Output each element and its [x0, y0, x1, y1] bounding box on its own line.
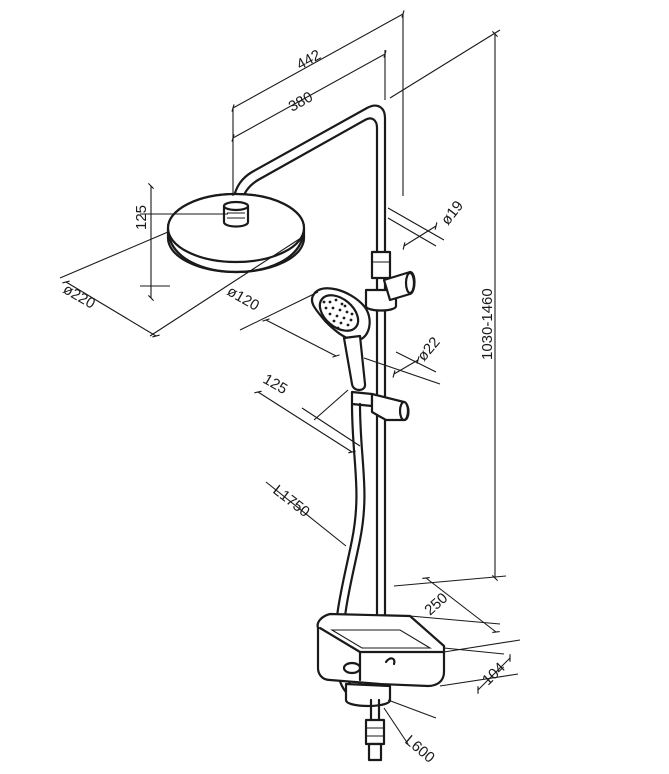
- dim-hose-length: L1750: [270, 482, 313, 521]
- spray-nozzles: [322, 298, 354, 330]
- thermostat-shelf: [316, 612, 446, 688]
- dim-hand-shower-diameter: ø120: [224, 283, 262, 315]
- dim-head-diameter: ø220: [60, 281, 98, 313]
- dim-hand-shower-length: 125: [260, 371, 290, 398]
- inlet-hose: [344, 682, 392, 762]
- dim-height-range: 1030-1460: [479, 288, 496, 360]
- dim-rail-diameter: ø19: [438, 198, 467, 229]
- dim-inlet-length: L600: [401, 732, 437, 766]
- dim-arm-reach: 380: [286, 88, 316, 115]
- rain-shower-head: [166, 192, 306, 274]
- hand-shower-holder: [350, 390, 410, 422]
- dim-arm-total-width: 442: [294, 46, 324, 73]
- dim-head-height: 125: [133, 205, 150, 230]
- dimension-lines: [59, 10, 521, 745]
- dim-bracket-diameter: ø22: [414, 334, 444, 365]
- hand-shower: [310, 287, 371, 392]
- upper-bracket: [364, 270, 416, 312]
